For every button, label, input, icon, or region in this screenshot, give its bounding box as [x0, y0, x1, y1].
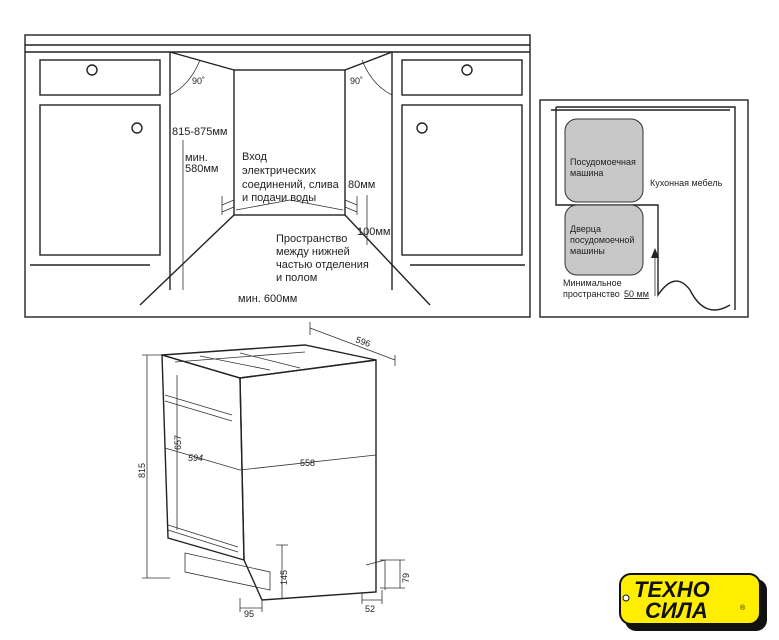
dishwasher-dimensions-view: 815 657 594 558 596 145 79 52 95 [137, 322, 411, 619]
right-drawer [401, 59, 523, 96]
space-label-2: между нижней [276, 246, 350, 258]
left-door [39, 104, 161, 256]
inlet-label-3: соединений, слива [242, 179, 340, 191]
niche-back-wall [233, 69, 346, 216]
space-label-3: частью отделения [276, 259, 369, 271]
dishwasher-block [564, 118, 644, 203]
dim-front-offset-label: 95 [244, 609, 254, 619]
logo-line2: СИЛА [645, 598, 708, 623]
tehnosila-logo: ТЕХНО СИЛА ® [619, 573, 767, 631]
furniture-label: Кухонная мебель [650, 178, 723, 188]
space-label-4: и полом [276, 272, 317, 284]
door-label-1: Дверца [570, 224, 601, 234]
dim-100-label: 100мм [357, 226, 390, 238]
dishwasher-top [161, 344, 377, 379]
top-installation-view: Посудомоечная машина Дверца посудомоечно… [539, 99, 749, 318]
dim-80-label: 80мм [348, 179, 375, 191]
inlet-label-1: Вход [242, 151, 267, 163]
min-space-value: 50 мм [624, 289, 649, 299]
dishwasher-front [161, 354, 245, 561]
dim-width-label: 594 [188, 453, 203, 463]
door-block [564, 204, 644, 276]
inlet-label-2: электрических [242, 165, 316, 177]
door-label-3: машины [570, 246, 605, 256]
angle-left-label: 90˚ [192, 76, 205, 86]
dishwasher-side [239, 359, 377, 601]
door-label-2: посудомоечной [570, 235, 634, 245]
dishwasher-label-2: машина [570, 168, 603, 178]
front-installation-view: 90˚ 90˚ 815-875мм мин. 580мм Вход электр… [24, 34, 531, 318]
angle-right-label: 90˚ [350, 76, 363, 86]
dishwasher-label-1: Посудомоечная [570, 157, 636, 167]
min-space-label-1: Минимальное [563, 278, 622, 288]
logo-line1: ТЕХНО [634, 577, 710, 602]
left-drawer [39, 59, 161, 96]
height-range-label: 815-875мм [172, 126, 228, 138]
right-door [401, 104, 523, 256]
min-space-label-2: пространство [563, 289, 620, 299]
min-depth-value: 580мм [185, 163, 218, 175]
dim-height-label: 815 [137, 463, 147, 478]
inlet-label-4: и подачи воды [242, 192, 316, 204]
dim-door-height-label: 657 [173, 435, 183, 450]
space-label-1: Пространство [276, 233, 347, 245]
dim-depth-top-label: 596 [354, 334, 372, 349]
min-width-label: мин. 600мм [238, 293, 297, 305]
logo-registered-mark: ® [740, 604, 746, 612]
min-depth-label: мин. [185, 152, 208, 164]
dim-foot-height-label: 145 [279, 570, 289, 585]
dim-rear-height-label: 79 [401, 573, 411, 583]
dim-depth-label: 558 [300, 458, 315, 468]
dim-rear-offset-label: 52 [365, 604, 375, 614]
